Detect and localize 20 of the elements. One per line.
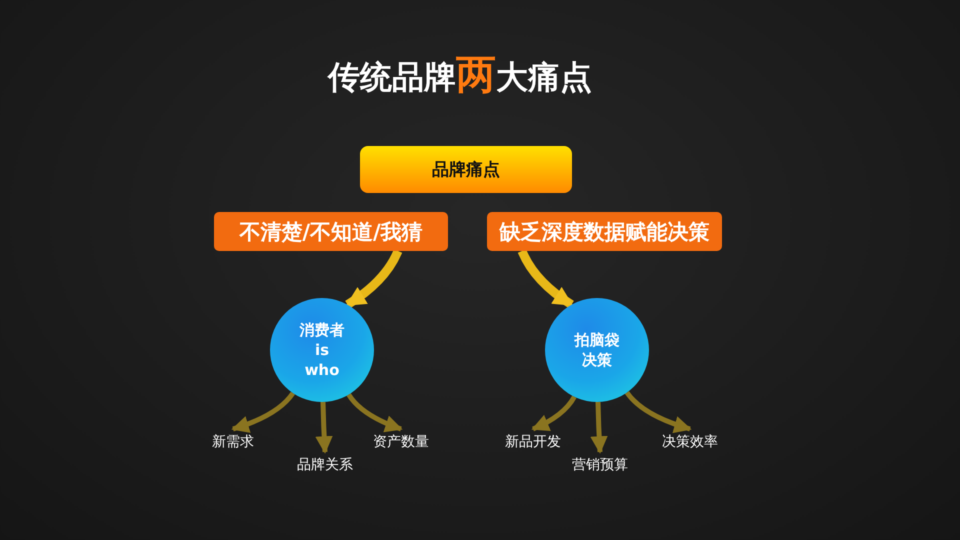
title: 传统品牌两大痛点	[326, 52, 593, 100]
arrow	[531, 396, 576, 432]
node-label: 品牌关系	[289, 454, 361, 476]
arrow	[624, 391, 692, 433]
topic-circle: 拍脑袋决策	[545, 298, 649, 402]
node-label: 新品开发	[497, 431, 569, 453]
heading-box: 品牌痛点	[360, 146, 572, 193]
label-box: 不清楚/不知道/我猜	[214, 212, 448, 251]
arrow	[345, 249, 402, 308]
node-label: 新需求	[203, 431, 263, 453]
arrow	[518, 249, 574, 308]
node-label: 决策效率	[654, 431, 726, 453]
arrow	[315, 402, 333, 454]
label-box: 缺乏深度数据赋能决策	[487, 212, 722, 251]
node-label: 资产数量	[365, 431, 437, 453]
arrow	[346, 393, 403, 432]
node-label: 营销预算	[564, 454, 636, 476]
topic-circle: 消费者 is who	[270, 298, 374, 402]
arrow	[590, 402, 608, 454]
arrow	[231, 392, 295, 433]
